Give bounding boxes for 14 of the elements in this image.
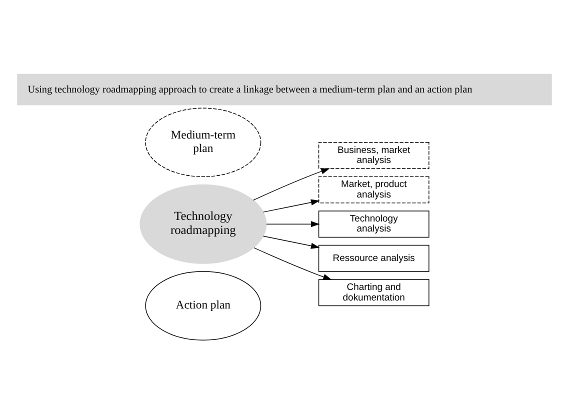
node-box: Ressource analysis: [318, 244, 430, 272]
arrow: [262, 198, 320, 212]
node-box: Technology analysis: [318, 210, 430, 238]
node-box: Market, product analysis: [318, 176, 430, 203]
node-ellipse: Medium-term plan: [145, 107, 262, 177]
node-ellipse: Technology roadmapping: [140, 184, 267, 264]
node-box: Business, market analysis: [318, 142, 430, 169]
arrow: [266, 220, 320, 227]
arrow: [253, 168, 330, 200]
arrow: [262, 235, 320, 248]
node-box: Charting and dokumentation: [318, 278, 430, 306]
arrow: [254, 246, 332, 280]
diagram-title: Using technology roadmapping approach to create a linkage between a medium-term plan and an action plan: [28, 84, 472, 96]
node-ellipse: Action plan: [145, 270, 262, 340]
